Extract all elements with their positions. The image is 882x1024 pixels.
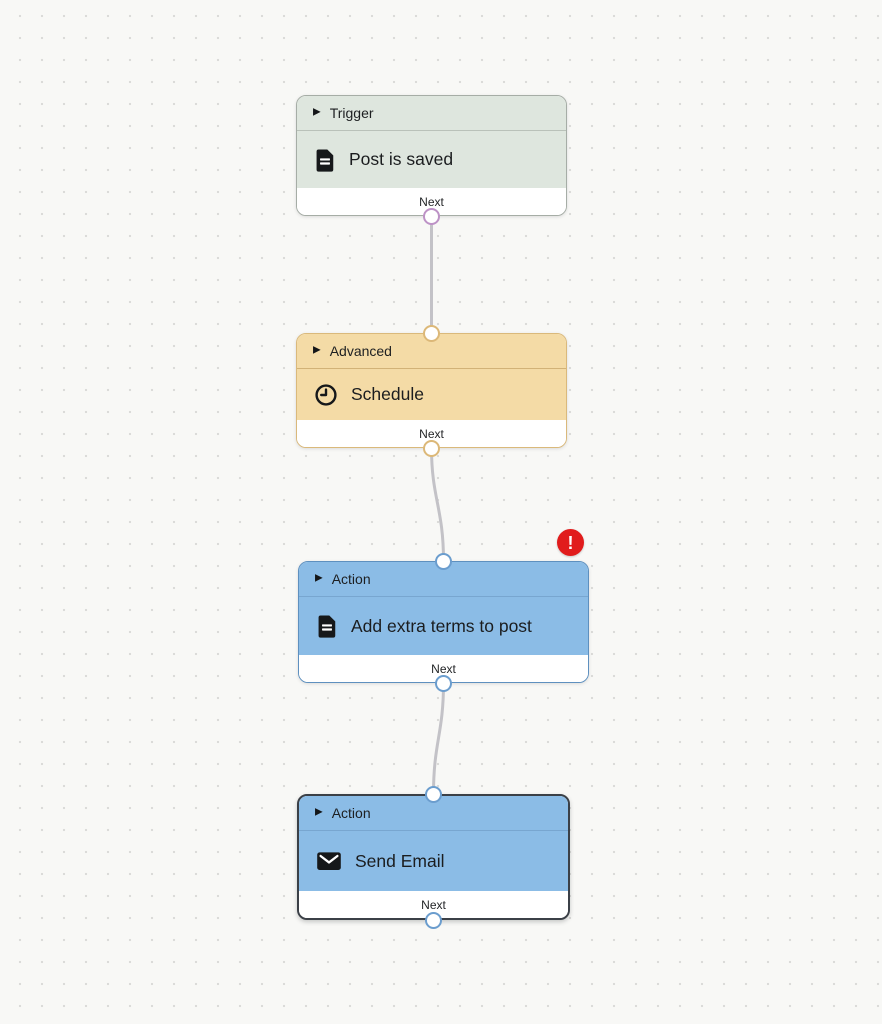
node-action-add-extra-terms[interactable]: ▶ Action Add extra terms to post Next xyxy=(298,552,589,692)
node-card[interactable]: ▶ Action Send Email Next xyxy=(297,794,570,920)
node-title: Schedule xyxy=(351,384,424,404)
node-type-label: Action xyxy=(331,571,371,587)
node-body[interactable]: Send Email xyxy=(299,831,568,891)
node-title: Add extra terms to post xyxy=(351,615,532,636)
node-title: Send Email xyxy=(355,850,445,871)
node-action-send-email[interactable]: ▶ Action Send Email Next xyxy=(297,785,570,929)
next-label: Next xyxy=(419,426,444,441)
node-body[interactable]: Add extra terms to post xyxy=(299,597,588,655)
node-card[interactable]: ▶ Trigger Post is saved Next xyxy=(296,95,567,216)
node-type-label: Action xyxy=(331,805,371,821)
output-port[interactable] xyxy=(423,207,440,225)
clock-icon xyxy=(314,383,338,407)
input-port[interactable] xyxy=(425,785,442,803)
edge-advanced-to-action[interactable] xyxy=(430,446,445,563)
edge-action-to-action[interactable] xyxy=(432,681,445,796)
node-title: Post is saved xyxy=(349,149,454,169)
output-port[interactable] xyxy=(435,674,452,692)
document-icon xyxy=(316,614,338,638)
error-badge[interactable]: ! xyxy=(557,529,584,556)
expand-arrow-icon[interactable]: ▶ xyxy=(313,344,321,356)
node-type-label: Advanced xyxy=(329,343,392,359)
input-port[interactable] xyxy=(423,324,440,342)
envelope-icon xyxy=(316,850,342,872)
node-card[interactable]: ▶ Action Add extra terms to post Next xyxy=(298,561,589,683)
node-trigger-post-is-saved[interactable]: ▶ Trigger Post is saved Next xyxy=(296,95,567,225)
node-advanced-schedule[interactable]: ▶ Advanced Schedule Next xyxy=(296,324,567,457)
expand-arrow-icon[interactable]: ▶ xyxy=(313,106,321,118)
expand-arrow-icon[interactable]: ▶ xyxy=(315,572,323,584)
next-label: Next xyxy=(419,194,444,209)
input-port[interactable] xyxy=(435,552,452,570)
next-label: Next xyxy=(431,661,456,676)
output-port[interactable] xyxy=(423,439,440,457)
next-label: Next xyxy=(421,897,446,912)
output-port[interactable] xyxy=(425,911,442,929)
node-card[interactable]: ▶ Advanced Schedule Next xyxy=(296,333,567,448)
node-header[interactable]: ▶ Trigger xyxy=(297,96,566,131)
node-body[interactable]: Post is saved xyxy=(297,131,566,188)
node-body[interactable]: Schedule xyxy=(297,369,566,420)
node-type-label: Trigger xyxy=(329,105,374,121)
document-icon xyxy=(314,148,336,172)
expand-arrow-icon[interactable]: ▶ xyxy=(315,806,323,818)
